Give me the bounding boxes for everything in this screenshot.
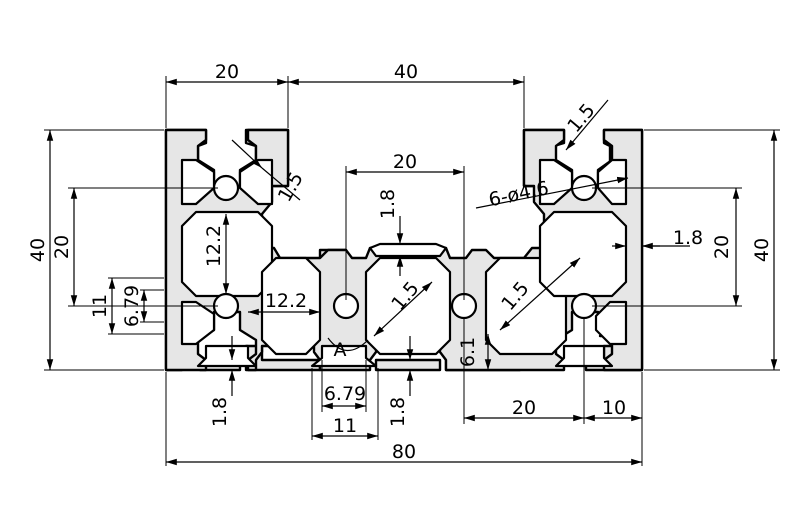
dim-slot-depth-center: 1.8 <box>387 397 409 427</box>
dim-core-vertical: 12.2 <box>203 225 225 267</box>
extension-lines <box>44 76 780 466</box>
dim-mid-depth: 6.1 <box>457 337 479 367</box>
dim-left-40: 40 <box>27 238 49 262</box>
dim-left-6-79: 6.79 <box>121 285 143 327</box>
dim-slot-width-11: 11 <box>333 415 357 437</box>
dim-left-11: 11 <box>89 294 111 318</box>
dim-slot-opening: 6.79 <box>324 383 366 405</box>
dim-bottom-10: 10 <box>602 397 626 419</box>
dim-slot-depth-top: 1.8 <box>377 189 399 219</box>
dim-core-horizontal: 12.2 <box>265 290 307 312</box>
dim-bottom-20: 20 <box>512 397 536 419</box>
dim-top-40: 40 <box>394 61 418 83</box>
dim-left-20: 20 <box>51 235 73 259</box>
dimension-lines <box>46 78 778 466</box>
section-mark-a: A <box>334 339 347 361</box>
dim-wall-top-right: 1.5 <box>563 99 599 136</box>
dim-total-80: 80 <box>392 441 416 463</box>
dim-right-40: 40 <box>751 238 773 262</box>
dim-right-20: 20 <box>711 235 733 259</box>
dim-slot-depth-right: 1.8 <box>673 227 703 249</box>
dim-slot-depth-left: 1.8 <box>209 397 231 427</box>
dim-top-20: 20 <box>215 61 239 83</box>
dim-center-20: 20 <box>393 151 417 173</box>
